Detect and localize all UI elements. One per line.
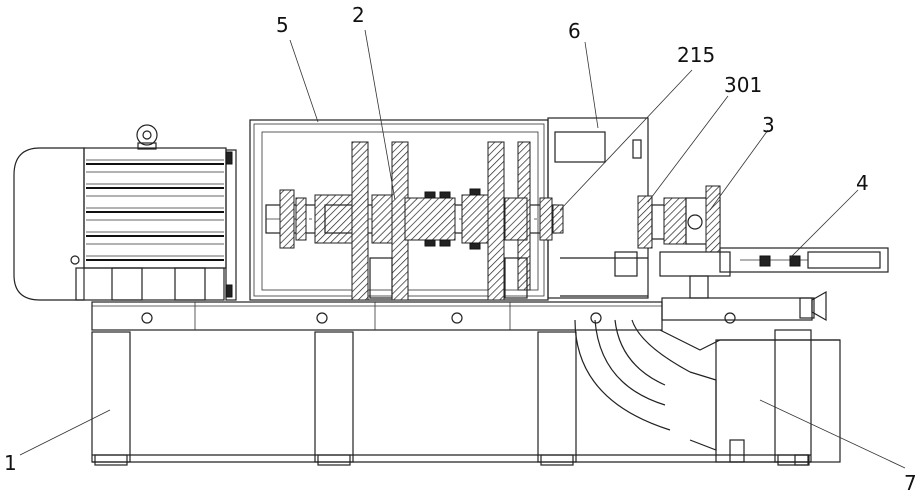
callout-label-4: 4: [856, 171, 869, 195]
callout-label-301: 301: [724, 73, 762, 97]
callout-label-1: 1: [4, 451, 17, 475]
callout-label-7: 7: [904, 471, 917, 495]
callout-label-5: 5: [276, 13, 289, 37]
base-frame: [91, 297, 813, 466]
cutter-mechanism: [614, 185, 731, 299]
motor: [13, 124, 237, 301]
callout-label-215: 215: [677, 43, 715, 67]
callouts: 1 2 3 4 5 6 7 215 301: [4, 3, 917, 495]
cylinder-assembly: [719, 247, 889, 322]
gearbox-housing: [249, 119, 560, 301]
discharge-chute: [574, 319, 841, 466]
side-cover: [539, 117, 649, 299]
callout-label-3: 3: [762, 113, 775, 137]
callout-label-6: 6: [568, 19, 581, 43]
callout-label-2: 2: [352, 3, 365, 27]
